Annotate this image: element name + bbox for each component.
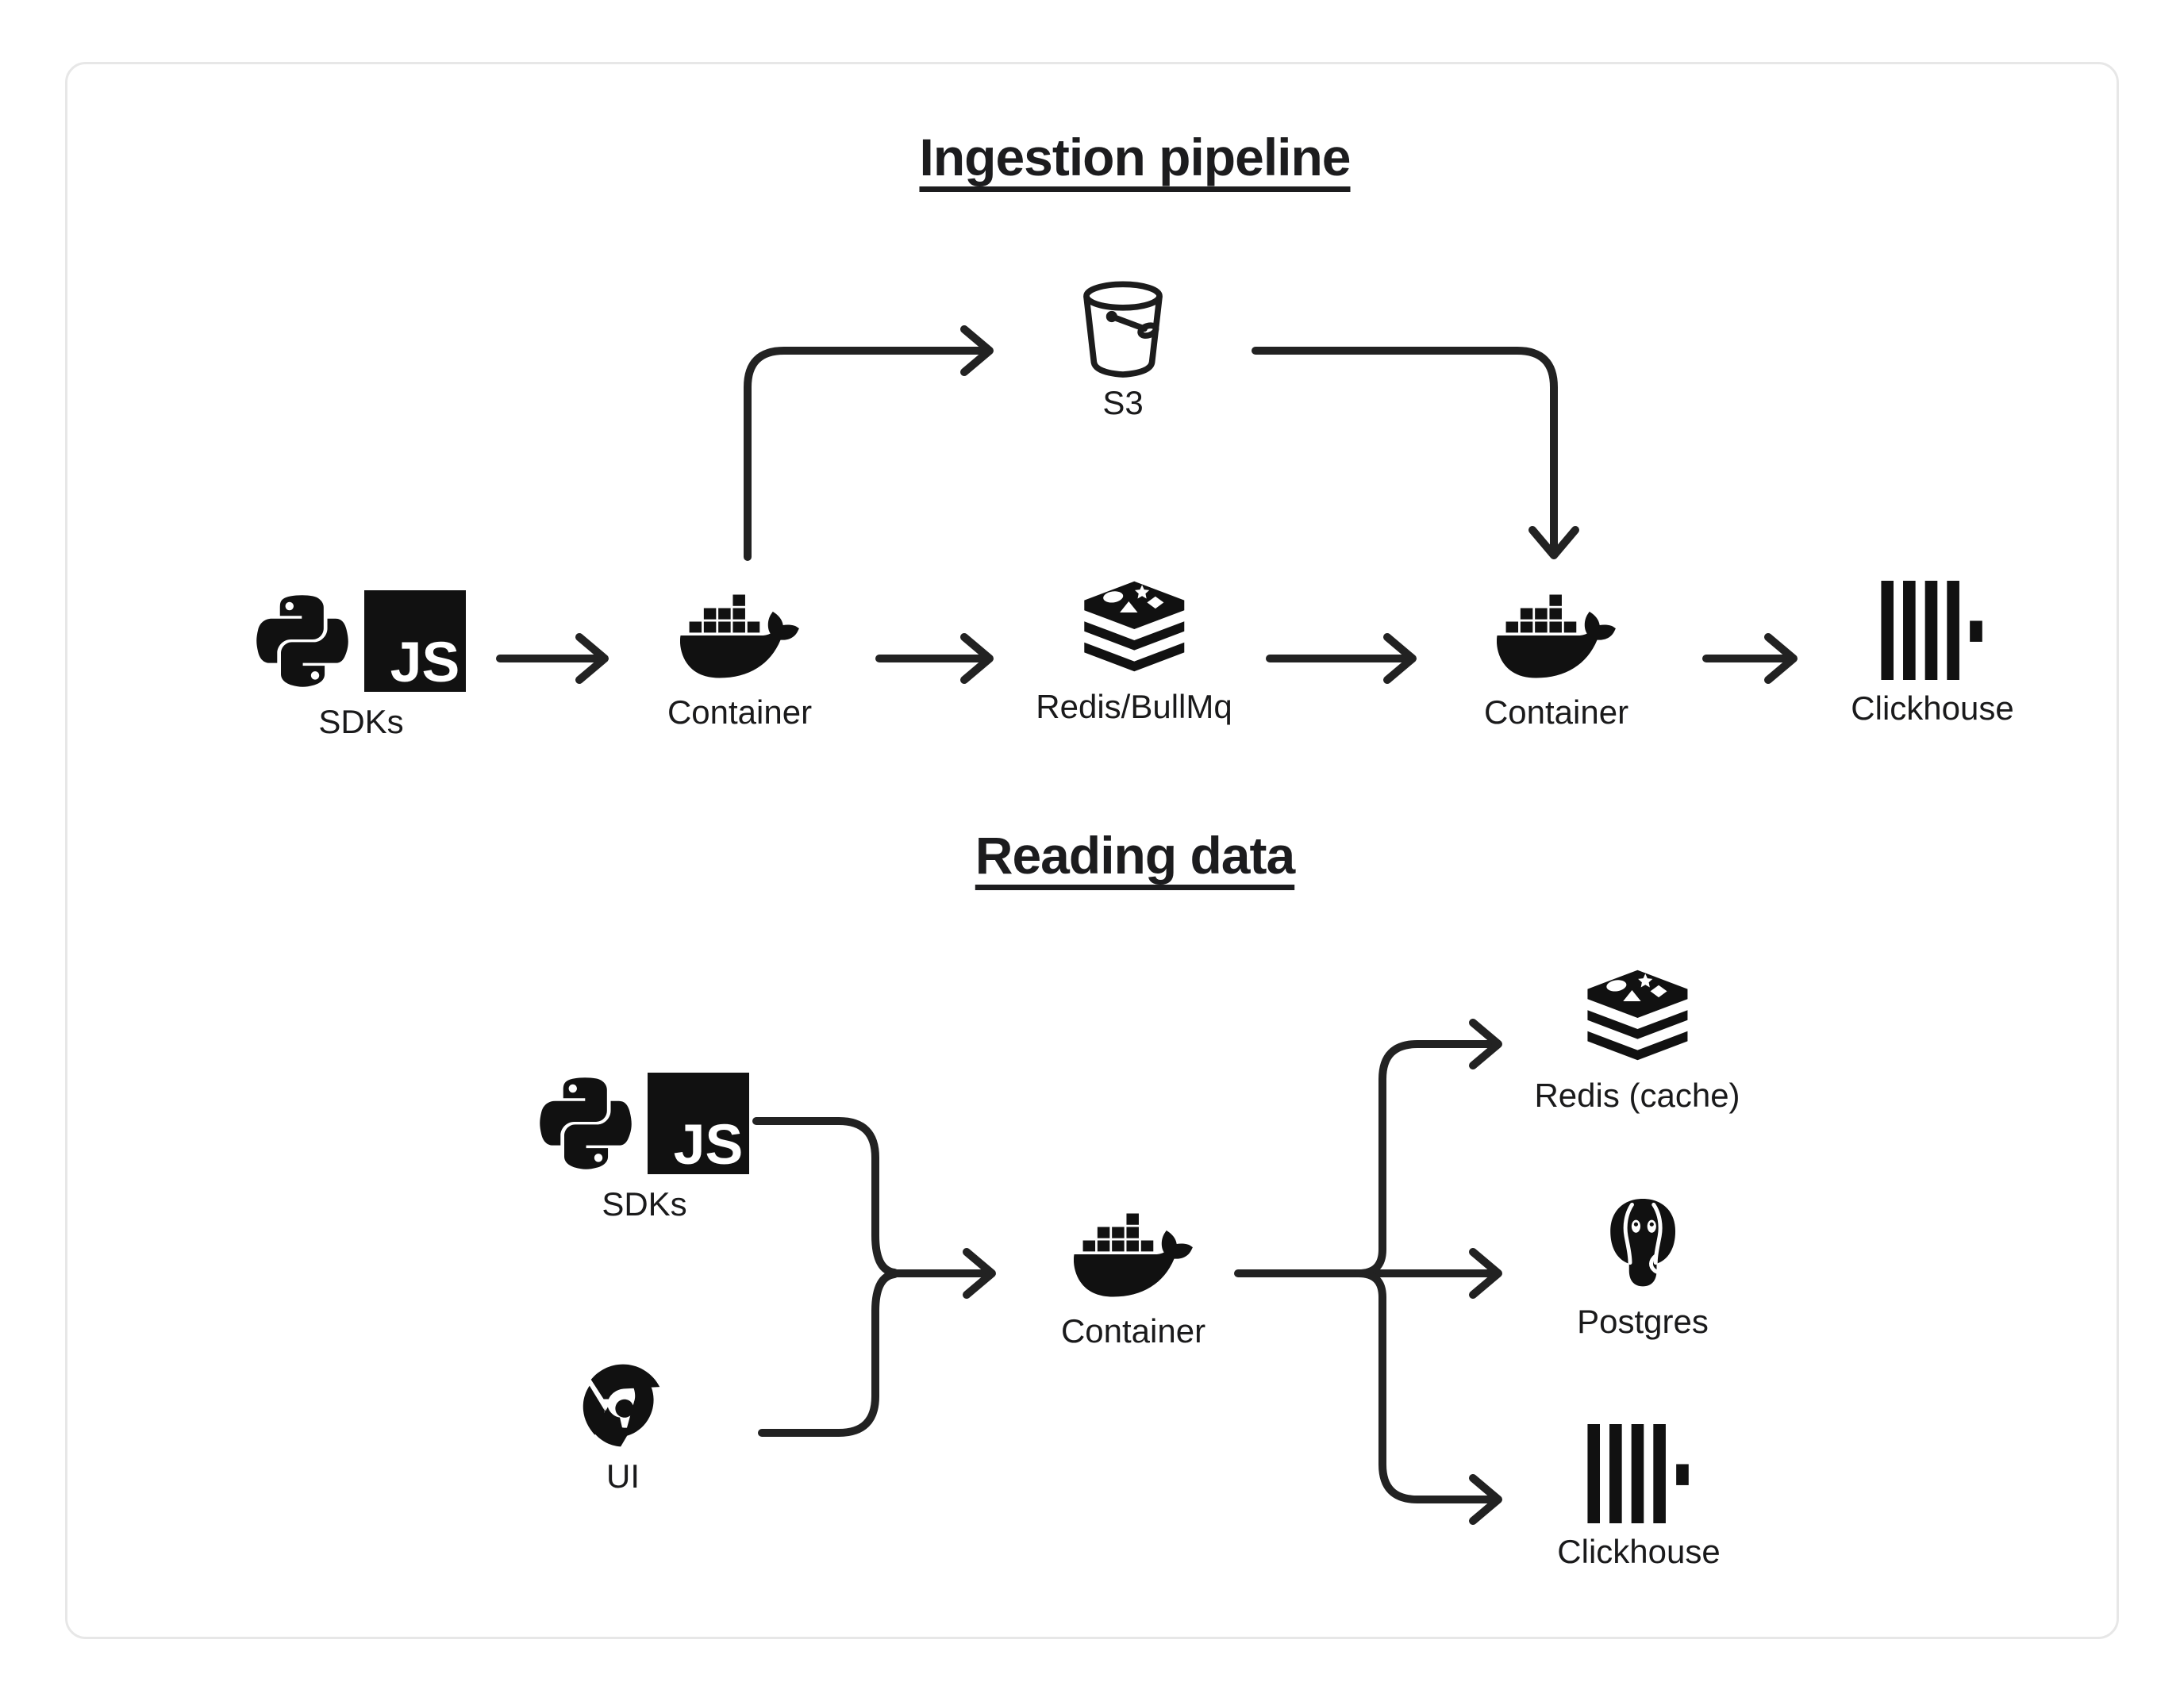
node-s3: S3 [1076, 280, 1170, 422]
postgresql-icon [1610, 1198, 1675, 1287]
node-sdks-ingestion: JS SDKs [256, 589, 466, 741]
node-container-3: Container [1061, 1208, 1205, 1350]
node-label: S3 [1102, 384, 1144, 421]
python-icon [540, 1077, 632, 1169]
docker-icon [1497, 594, 1616, 678]
node-label: Postgres [1577, 1303, 1709, 1340]
javascript-icon: JS [648, 1073, 749, 1174]
clickhouse-icon [1881, 581, 1982, 680]
node-clickhouse-ingestion: Clickhouse [1851, 581, 2014, 728]
svg-text:JS: JS [390, 631, 460, 692]
section-title-reading-text: Reading data [975, 826, 1295, 885]
node-redis-bullmq: Redis/BullMq [1036, 580, 1232, 726]
node-label: Clickhouse [1851, 689, 2014, 727]
redis-icon [1586, 970, 1687, 1061]
node-label: SDKs [602, 1185, 687, 1223]
clickhouse-icon [1587, 1424, 1689, 1523]
python-icon [256, 595, 348, 687]
redis-icon [1084, 581, 1184, 672]
sdks-icon-row: JS [256, 589, 466, 693]
node-label: Redis (cache) [1534, 1077, 1740, 1114]
node-label: UI [606, 1457, 640, 1495]
s3-bucket-icon [1083, 281, 1163, 378]
node-container-1: Container [667, 589, 812, 731]
sdks-icon-row: JS [540, 1071, 749, 1176]
node-container-2: Container [1484, 589, 1628, 731]
node-sdks-reading: JS SDKs [540, 1071, 749, 1223]
node-label: Container [1060, 1312, 1206, 1350]
node-postgres: Postgres [1577, 1195, 1709, 1341]
section-title-ingestion: Ingestion pipeline [919, 127, 1351, 187]
node-label: Container [1483, 693, 1629, 731]
docker-icon [680, 594, 799, 678]
node-label: SDKs [318, 703, 404, 740]
javascript-icon: JS [364, 590, 466, 692]
node-label: Redis/BullMq [1036, 688, 1232, 725]
node-redis-cache: Redis (cache) [1534, 969, 1740, 1115]
node-ui: UI [582, 1363, 664, 1496]
chrome-icon [583, 1364, 660, 1447]
svg-text:JS: JS [674, 1113, 744, 1174]
docker-icon [1074, 1213, 1193, 1297]
node-label: Clickhouse [1557, 1533, 1721, 1570]
section-title-ingestion-text: Ingestion pipeline [919, 128, 1351, 186]
node-label: Container [667, 693, 813, 731]
node-clickhouse-reading: Clickhouse [1557, 1424, 1721, 1571]
section-title-reading: Reading data [975, 825, 1295, 885]
